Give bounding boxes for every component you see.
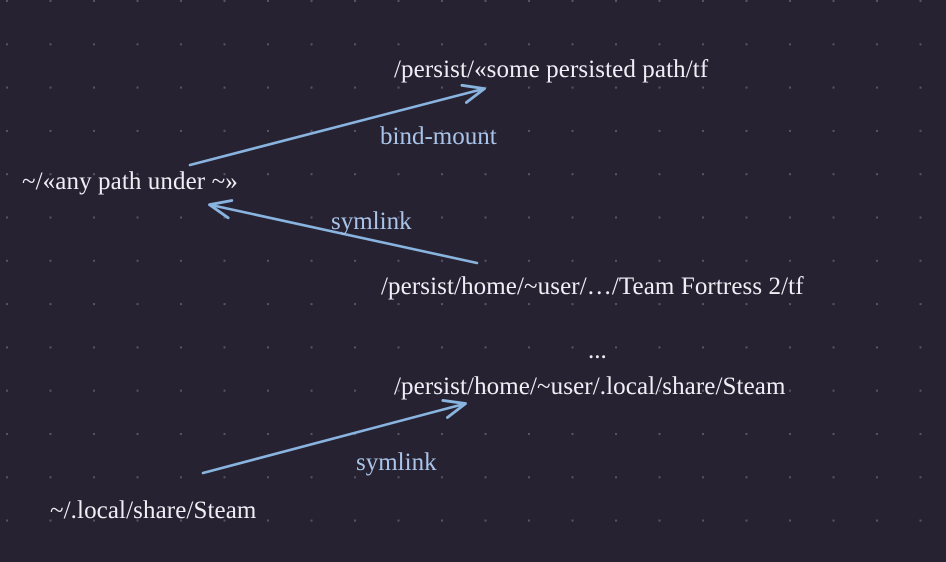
- node-home-steam: ~/.local/share/Steam: [50, 497, 257, 524]
- symlink-arrow-steam: [201, 404, 464, 475]
- edge-label-symlink-tf: symlink: [331, 208, 412, 235]
- edge-label-symlink-steam: symlink: [356, 449, 437, 476]
- node-home-any-path: ~/«any path under ~»: [22, 168, 238, 195]
- node-vertical-ellipsis: ...: [588, 337, 607, 364]
- node-persist-some-path-tf: /persist/«some persisted path/tf: [394, 56, 709, 83]
- node-persist-home-tf: /persist/home/~user/…/Team Fortress 2/tf: [381, 273, 804, 300]
- bind-mount-arrow: [188, 89, 483, 167]
- edge-label-bind-mount: bind-mount: [380, 123, 497, 150]
- symlink-arrow-tf: [211, 205, 479, 265]
- node-persist-home-steam: /persist/home/~user/.local/share/Steam: [394, 373, 786, 400]
